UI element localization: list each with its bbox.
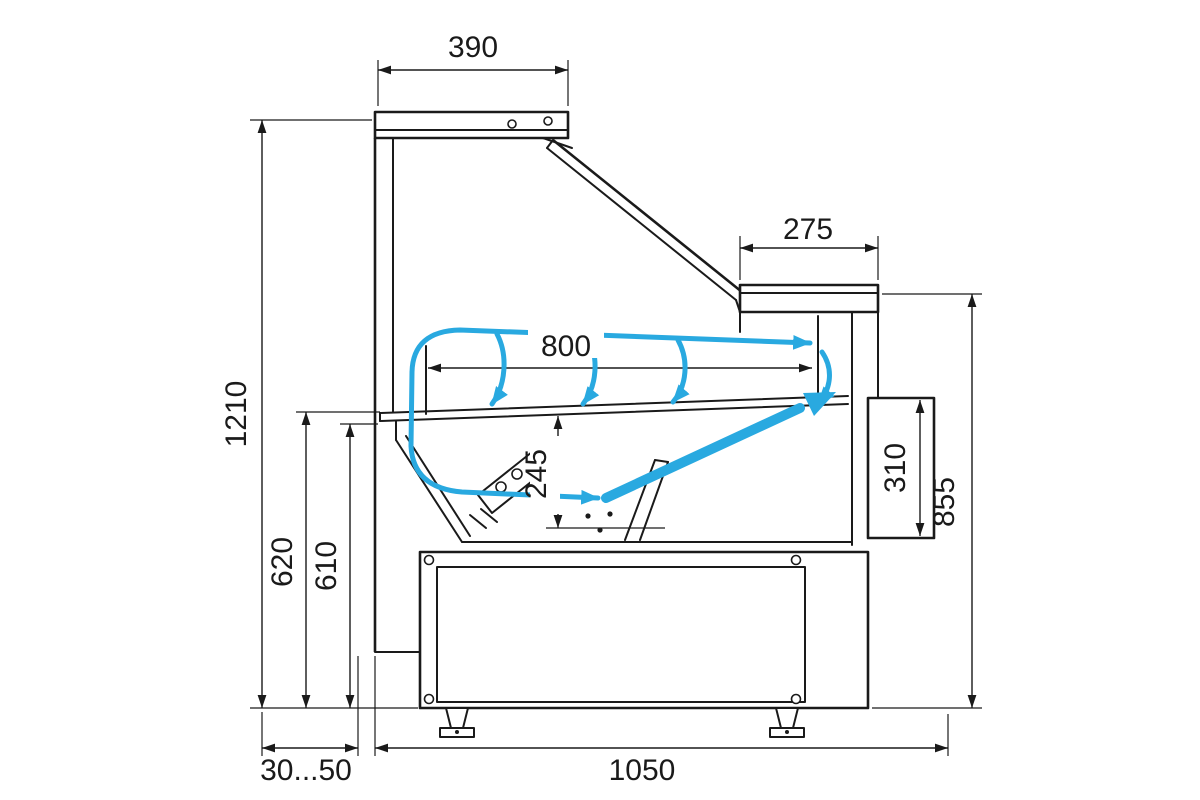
dimension-overall-height (250, 119, 418, 709)
airflow-circulation-loop (408, 327, 813, 505)
dim-label-back-height-610: 610 (310, 541, 343, 591)
airflow-main-duct-head (803, 392, 836, 416)
label-mask-245 (530, 436, 560, 514)
dim-label-rear-counter-depth: 275 (783, 213, 833, 246)
dim-label-back-height-620: 620 (266, 537, 299, 587)
dim-label-base-depth: 1050 (609, 754, 676, 787)
front-glass (546, 138, 743, 313)
dimension-back-height-610 (340, 423, 378, 708)
dimension-base-depth (374, 656, 949, 756)
dim-label-display-opening: 800 (541, 330, 591, 363)
back-panel (373, 137, 421, 653)
dimension-rear-counter-depth (739, 236, 879, 280)
airflow-arrows (408, 327, 836, 505)
display-deck (379, 345, 849, 422)
dim-label-wall-clearance: 30...50 (260, 754, 352, 787)
dimension-canopy-width (377, 60, 569, 106)
dim-label-rear-opening-height: 310 (879, 443, 912, 493)
dim-label-well-depth: 245 (520, 449, 553, 499)
adjustable-feet (439, 707, 805, 738)
dimension-labels: 390 275 800 1210 620 610 245 310 855 30.… (220, 31, 961, 787)
cabinet-outline (373, 110, 936, 738)
airflow-main-duct-shaft (601, 403, 805, 503)
dimension-back-height-620 (296, 411, 380, 708)
dimension-worktop-height (872, 293, 982, 709)
dim-label-worktop-height: 855 (928, 477, 961, 527)
rear-counter (738, 283, 880, 546)
dim-label-overall-height: 1210 (220, 381, 253, 448)
dimension-wall-clearance (261, 656, 359, 756)
label-mask-800 (528, 328, 604, 358)
canopy (373, 110, 573, 149)
airflow-curtain-drop-1 (489, 331, 508, 407)
interior-well (395, 420, 853, 543)
dimension-well-depth (546, 416, 665, 529)
base-plinth (418, 550, 870, 710)
dim-label-canopy-width: 390 (448, 31, 498, 64)
airflow-curtain-drop-3 (670, 337, 690, 405)
